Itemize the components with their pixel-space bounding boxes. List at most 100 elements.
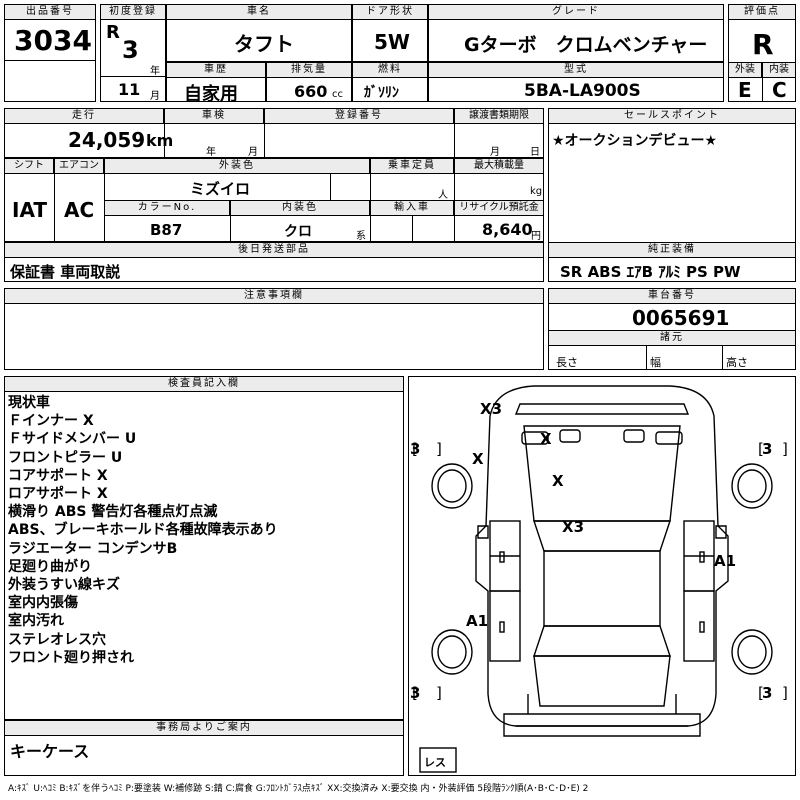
svg-text:[: [ — [412, 440, 418, 458]
inspector-note: 室内汚れ — [8, 613, 64, 630]
inspector-note: ステレオレス穴 — [8, 631, 106, 648]
lot-number: 3034 — [14, 24, 92, 57]
max-load-unit: kg — [530, 186, 543, 197]
displacement-unit: cc — [332, 89, 343, 100]
transfer-docs-label: 譲渡書類期限 — [454, 108, 544, 124]
tire-front-right: 3 — [762, 440, 772, 458]
chassis-number: 0065691 — [632, 306, 730, 330]
damage-mark: X3 — [480, 400, 502, 418]
svg-text:]: ] — [436, 684, 442, 702]
equipment-label: 純正装備 — [548, 242, 796, 258]
inspector-note: 横滑り ABS 警告灯各種点灯点滅 — [8, 504, 218, 521]
later-parts: 保証書 車両取説 — [10, 263, 121, 281]
inspector-note: Ｆサイドメンバー U — [8, 431, 137, 448]
shift: IAT — [12, 198, 48, 222]
inspector-note: 現状車 — [8, 395, 50, 411]
inspector-note: 外装うすい線キズ — [8, 577, 120, 594]
inspector-note: フロントピラー U — [8, 449, 123, 466]
door-label: ドア形状 — [352, 4, 428, 20]
door-type: 5W — [374, 30, 410, 54]
equipment: SR ABS ｴｱB ｱﾙﾐ PS PW — [560, 263, 741, 281]
interior-color: クロ — [284, 224, 312, 240]
height-label: 高さ — [726, 356, 748, 369]
capacity-label: 乗車定員 — [370, 158, 454, 174]
inspector-note: フロント廻り押され — [8, 649, 134, 666]
inspector-note: ABS、ブレーキホールド各種故障表示あり — [8, 522, 278, 539]
damage-mark: X3 — [562, 518, 584, 536]
notes-label: 注意事項欄 — [4, 288, 544, 304]
inspector-note: ロアサポート X — [8, 486, 108, 503]
inspector-note: Ｆインナー X — [8, 413, 94, 430]
sales-point: ★オークションデビュー★ — [552, 133, 718, 149]
shift-label: シフト — [4, 158, 54, 174]
svg-text:[: [ — [412, 684, 418, 702]
exterior-grade-label: 外装 — [728, 62, 762, 78]
damage-mark: A1 — [466, 612, 488, 630]
year-unit: 年 — [150, 66, 160, 77]
inspector-note: 室内内張傷 — [8, 595, 78, 612]
score-label: 評価点 — [728, 4, 796, 20]
history: 自家用 — [184, 84, 238, 105]
chassis-label: 車台番号 — [548, 288, 796, 304]
registration-month: 11 — [118, 80, 141, 99]
office-note: キーケース — [10, 742, 90, 761]
dims-label: 諸元 — [548, 330, 796, 346]
lot-label: 出品番号 — [4, 4, 96, 20]
docs-month-unit: 月 — [490, 147, 500, 158]
mileage: 24,059 — [68, 128, 146, 152]
inspection-year-unit: 年 — [206, 147, 216, 158]
grade: Gターボ クロムベンチャー — [464, 34, 708, 56]
svg-text:[: [ — [758, 440, 764, 458]
damage-mark: X — [540, 430, 552, 448]
interior-grade-label: 内装 — [762, 62, 796, 78]
exterior-color: ミズイロ — [190, 180, 251, 198]
fuel: ｶﾞｿﾘﾝ — [364, 85, 399, 101]
registration-year: 3 — [122, 36, 139, 64]
legend-footer: A:ｷｽﾞ U:ﾍｺﾐ B:ｷｽﾞを伴うﾍｺﾐ P:要塗装 W:補修跡 S:錆 … — [8, 784, 589, 794]
inspector-note: ラジエーター コンデンサB — [8, 540, 178, 557]
ac-label: エアコン — [54, 158, 104, 174]
recycle-deposit: 8,640 — [482, 220, 533, 239]
car-name: タフト — [234, 32, 294, 56]
color-number: B87 — [150, 221, 183, 239]
tire-rear-left: 3 — [410, 684, 420, 702]
exterior-grade: E — [738, 78, 752, 102]
car-diagram-box — [408, 376, 796, 776]
inspector-note: 足廻り曲がり — [8, 558, 92, 575]
damage-mark: A1 — [714, 552, 736, 570]
recycle-unit: 円 — [531, 231, 541, 242]
air-conditioner: AC — [64, 198, 95, 222]
fuel-label: 燃料 — [352, 62, 428, 78]
color-label: 外装色 — [104, 158, 370, 174]
interior-color-unit: 系 — [356, 231, 366, 242]
month-unit: 月 — [150, 91, 160, 102]
svg-text:]: ] — [436, 440, 442, 458]
car-diagram: 3 3 3 3 [] [] [] [] レス X3 X X X X3 A1 A1 — [410, 385, 788, 773]
registration-no-label: 登録番号 — [264, 108, 454, 124]
inspector-notes: 現状車 Ｆインナー X Ｆサイドメンバー U フロントピラー U コアサポート … — [8, 394, 278, 667]
model-code: 5BA-LA900S — [524, 81, 641, 101]
later-parts-label: 後日発送部品 — [4, 242, 544, 258]
spare-tire: レス — [424, 756, 446, 769]
max-load-label: 最大積載量 — [454, 158, 544, 174]
tire-front-left: 3 — [410, 440, 420, 458]
tire-rear-right: 3 — [762, 684, 772, 702]
capacity-unit: 人 — [438, 190, 448, 201]
inspection-label: 車検 — [164, 108, 264, 124]
width-label: 幅 — [650, 356, 661, 369]
mileage-label: 走行 — [4, 108, 164, 124]
interior-color-label: 内装色 — [230, 200, 370, 216]
damage-mark: X — [552, 472, 564, 490]
color-no-label: カラーNo. — [104, 200, 230, 216]
registration-era: R — [106, 22, 120, 43]
inspection-month-unit: 月 — [248, 147, 258, 158]
registration-label: 初度登録 — [100, 4, 166, 20]
mileage-unit: km — [146, 131, 174, 150]
displacement-label: 排気量 — [266, 62, 352, 78]
history-label: 車歴 — [166, 62, 266, 78]
damage-mark: X — [472, 450, 484, 468]
svg-text:[: [ — [758, 684, 764, 702]
office-label: 事務局よりご案内 — [4, 720, 404, 736]
inspector-label: 検査員記入欄 — [4, 376, 404, 392]
